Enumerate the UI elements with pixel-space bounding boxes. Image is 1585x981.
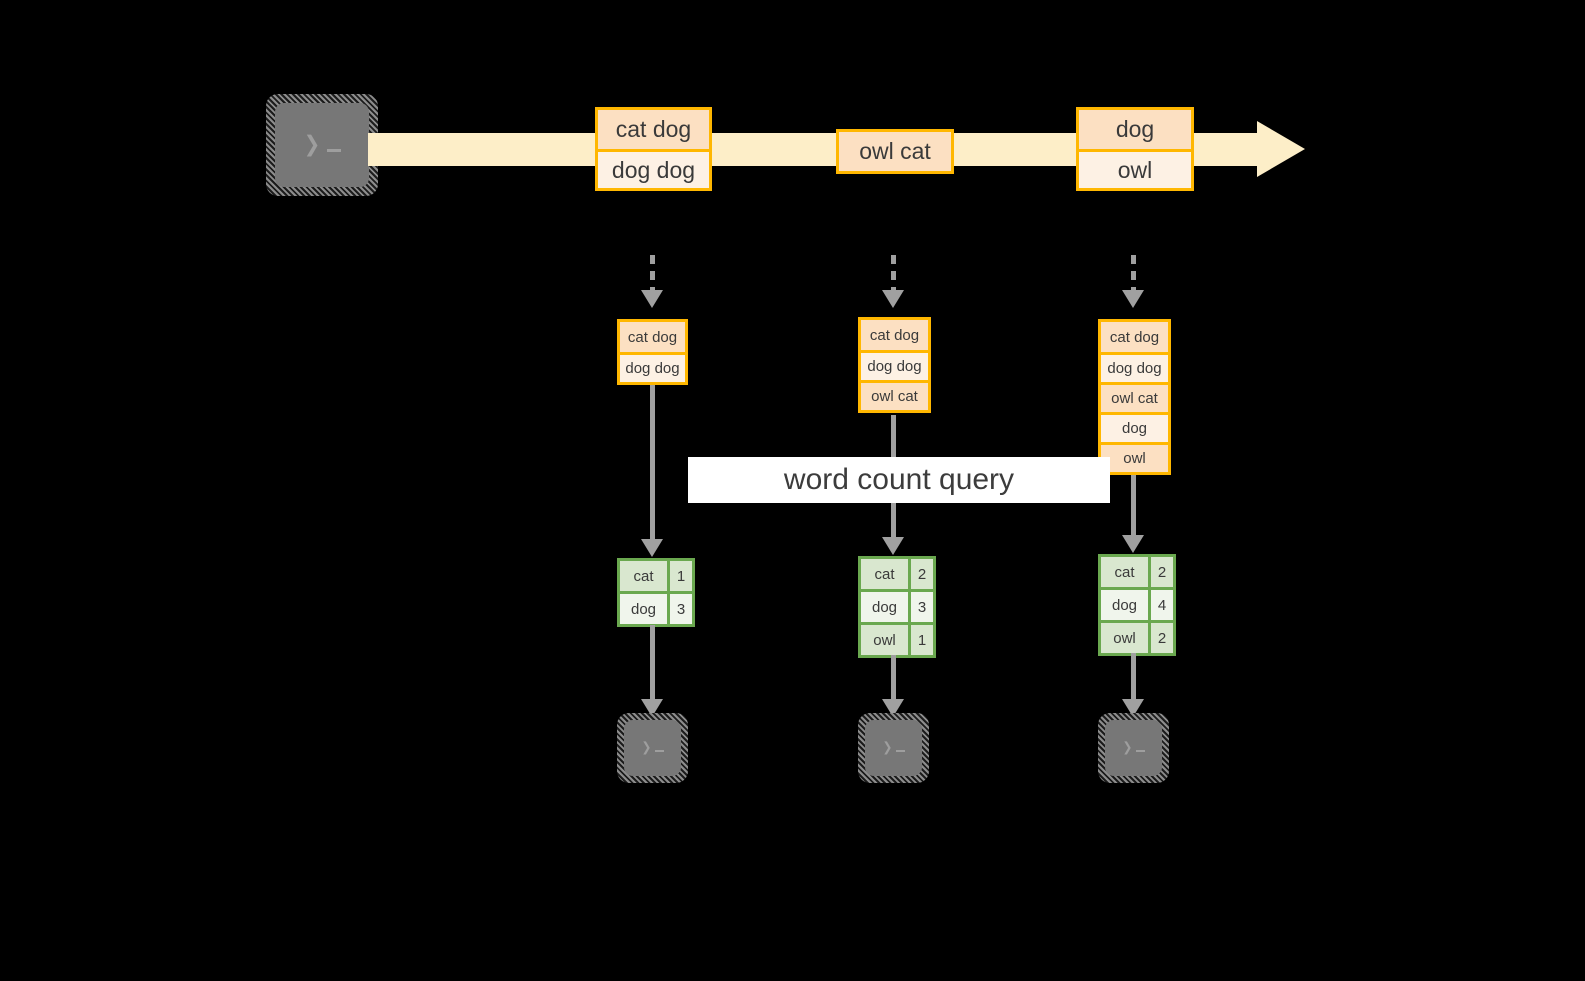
terminal-face: ❯ [865, 720, 922, 776]
batch-input-line: cat dog [620, 322, 685, 352]
batch-input-line: dog dog [861, 350, 928, 380]
terminal-prompt-glyph: ❯ [865, 720, 922, 776]
message-line: dog dog [598, 149, 709, 188]
connector-line-col2-to-sink [891, 655, 896, 700]
table-row: dog 3 [861, 589, 933, 622]
table-row: dog 3 [620, 591, 692, 624]
result-count: 3 [908, 592, 933, 622]
connector-dashed-col1 [650, 255, 655, 291]
connector-line-col1-to-sink [650, 625, 655, 700]
message-line: cat dog [598, 110, 709, 149]
result-word: owl [861, 625, 908, 655]
table-row: cat 1 [620, 561, 692, 591]
result-word: cat [620, 561, 667, 591]
batch-input-line: cat dog [1101, 322, 1168, 352]
terminal-face: ❯ [624, 720, 681, 776]
terminal-prompt-glyph: ❯ [624, 720, 681, 776]
stream-message-3[interactable]: dog owl [1076, 107, 1194, 191]
connector-arrowhead-col3-sink [1122, 699, 1144, 717]
connector-arrowhead-col3 [1122, 290, 1144, 308]
result-count: 1 [667, 561, 692, 591]
table-row: cat 2 [861, 559, 933, 589]
query-banner-label: word count query [783, 463, 1015, 496]
batch-input-line: cat dog [861, 320, 928, 350]
batch-input-stack-1[interactable]: cat dog dog dog [617, 319, 688, 385]
sink-terminal-icon-3[interactable]: ❯ [1098, 713, 1169, 783]
result-count: 2 [1148, 557, 1173, 587]
source-terminal-icon[interactable]: ❯ [266, 94, 378, 196]
connector-arrowhead-col2-sink [882, 699, 904, 717]
message-line: dog [1079, 110, 1191, 149]
terminal-face: ❯ [1105, 720, 1162, 776]
table-row: owl 2 [1101, 620, 1173, 653]
batch-input-line: owl cat [1101, 382, 1168, 412]
table-row: dog 4 [1101, 587, 1173, 620]
result-table-3[interactable]: cat 2 dog 4 owl 2 [1098, 554, 1176, 656]
result-count: 2 [1148, 623, 1173, 653]
connector-arrowhead-col3-result [1122, 535, 1144, 553]
result-count: 2 [908, 559, 933, 589]
connector-line-col1-to-result [650, 385, 655, 540]
result-word: owl [1101, 623, 1148, 653]
stream-message-2[interactable]: owl cat [836, 129, 954, 174]
connector-line-col3-to-sink [1131, 653, 1136, 700]
connector-dashed-col3 [1131, 255, 1136, 291]
result-word: dog [861, 592, 908, 622]
connector-arrowhead-col1-result [641, 539, 663, 557]
result-table-1[interactable]: cat 1 dog 3 [617, 558, 695, 627]
batch-input-line: dog [1101, 412, 1168, 442]
result-word: dog [620, 594, 667, 624]
connector-line-col3-to-result [1131, 475, 1136, 536]
result-table-2[interactable]: cat 2 dog 3 owl 1 [858, 556, 936, 658]
result-word: cat [1101, 557, 1148, 587]
connector-dashed-col2 [891, 255, 896, 291]
connector-arrowhead-col1-sink [641, 699, 663, 717]
result-count: 1 [908, 625, 933, 655]
result-word: cat [861, 559, 908, 589]
sink-terminal-icon-2[interactable]: ❯ [858, 713, 929, 783]
batch-input-line: owl [1101, 442, 1168, 472]
batch-input-line: owl cat [861, 380, 928, 410]
connector-arrowhead-col1 [641, 290, 663, 308]
table-row: owl 1 [861, 622, 933, 655]
result-word: dog [1101, 590, 1148, 620]
stream-message-1[interactable]: cat dog dog dog [595, 107, 712, 191]
terminal-prompt-glyph: ❯ [275, 103, 369, 187]
connector-arrowhead-col2-result [882, 537, 904, 555]
query-banner: word count query [688, 457, 1110, 503]
table-row: cat 2 [1101, 557, 1173, 587]
batch-input-stack-3[interactable]: cat dog dog dog owl cat dog owl [1098, 319, 1171, 475]
batch-input-line: dog dog [1101, 352, 1168, 382]
stream-arrow-head [1257, 121, 1305, 177]
message-line: owl [1079, 149, 1191, 188]
batch-input-stack-2[interactable]: cat dog dog dog owl cat [858, 317, 931, 413]
batch-input-line: dog dog [620, 352, 685, 382]
terminal-face: ❯ [275, 103, 369, 187]
terminal-prompt-glyph: ❯ [1105, 720, 1162, 776]
result-count: 3 [667, 594, 692, 624]
connector-arrowhead-col2 [882, 290, 904, 308]
message-line: owl cat [839, 132, 951, 171]
sink-terminal-icon-1[interactable]: ❯ [617, 713, 688, 783]
result-count: 4 [1148, 590, 1173, 620]
